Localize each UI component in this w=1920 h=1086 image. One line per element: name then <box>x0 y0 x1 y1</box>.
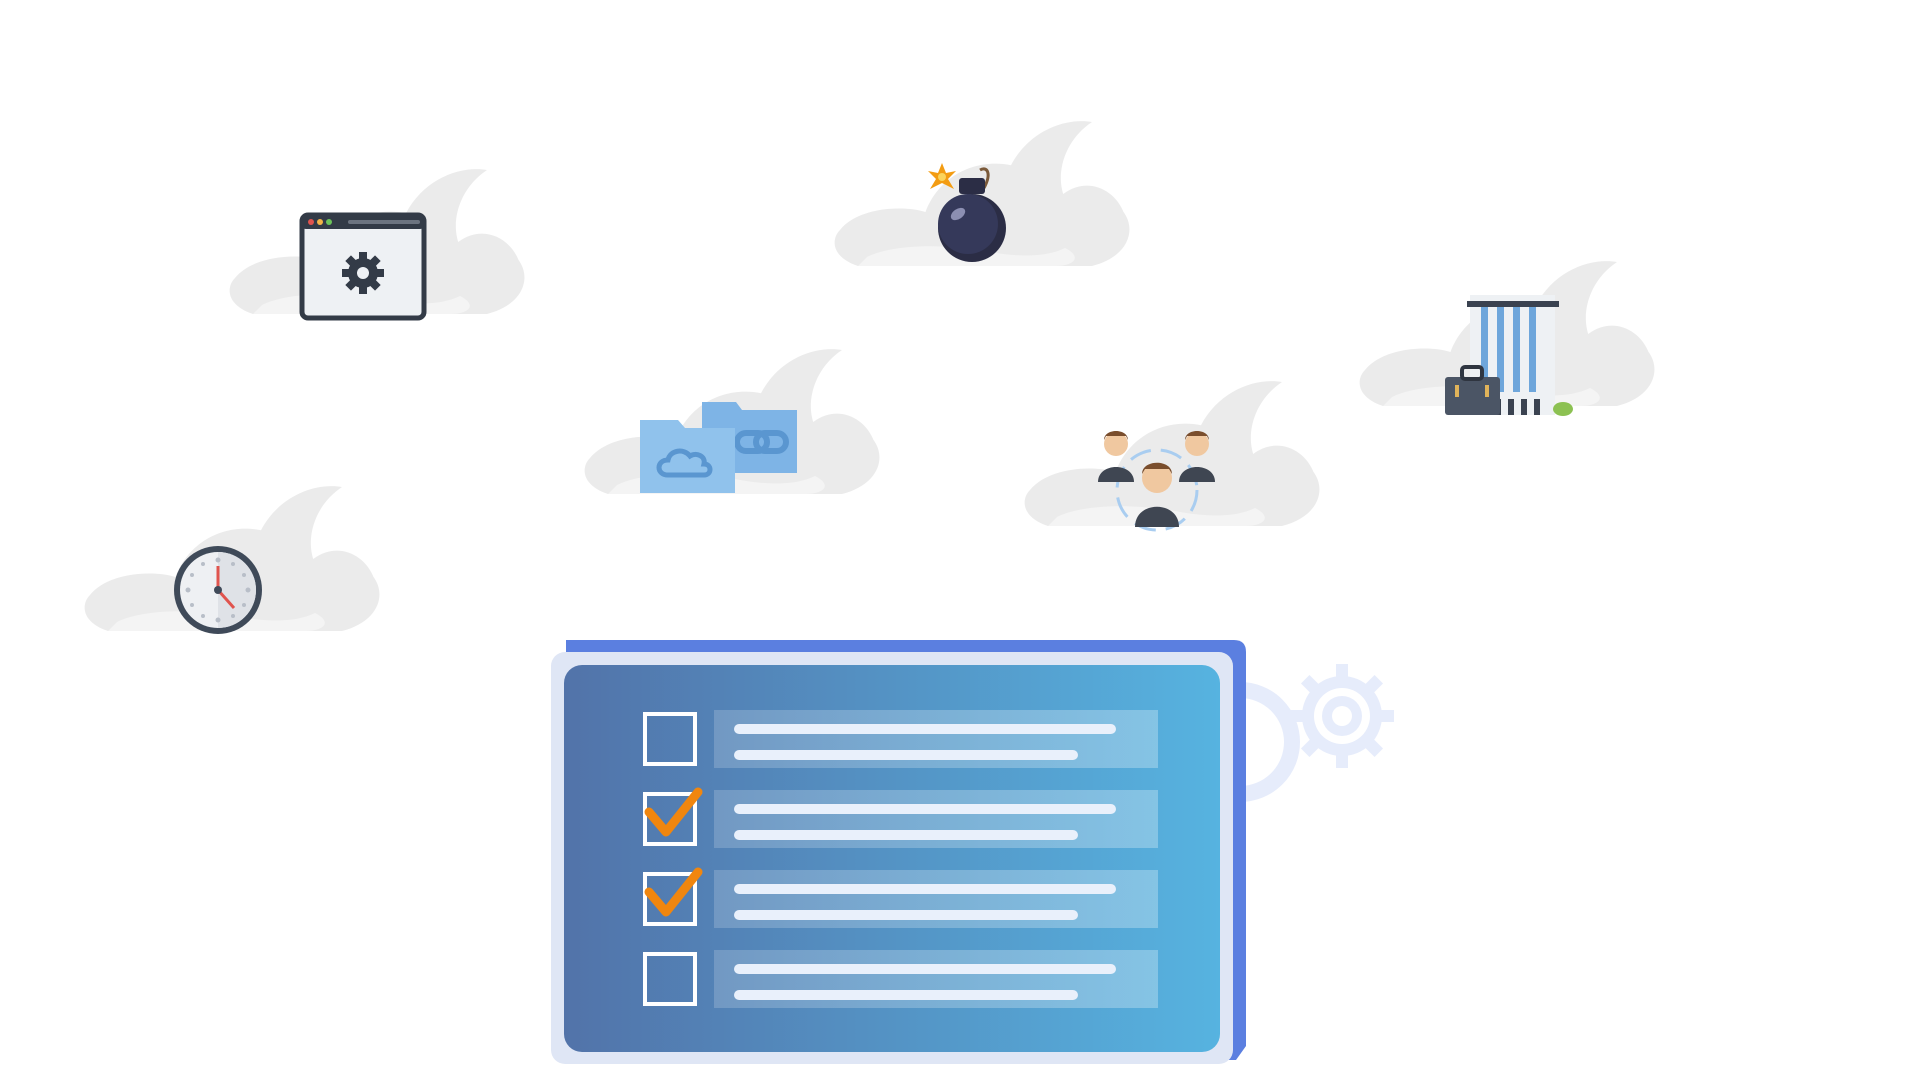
checkmark-icon <box>644 867 703 917</box>
text-line-placeholder <box>734 964 1116 974</box>
checkbox <box>643 872 697 926</box>
clock-icon <box>174 546 262 634</box>
checklist-item <box>643 787 1158 848</box>
bomb-icon <box>928 163 1006 262</box>
text-line-placeholder <box>734 750 1078 760</box>
checklist-item <box>643 867 1158 928</box>
checkbox <box>643 952 697 1006</box>
linked-cloud-folders-icon <box>640 402 797 493</box>
text-line-placeholder <box>734 804 1116 814</box>
text-line-placeholder <box>734 830 1078 840</box>
settings-window-icon <box>299 212 427 321</box>
checklist-board <box>551 640 1246 1064</box>
text-line-placeholder <box>734 884 1116 894</box>
gear-icon <box>1290 664 1394 768</box>
checkbox <box>643 712 697 766</box>
text-line-placeholder <box>734 724 1116 734</box>
checkmark-icon <box>644 787 703 837</box>
team-people-icon <box>1098 431 1215 532</box>
checklist-item <box>643 710 1158 768</box>
text-line-placeholder <box>734 990 1078 1000</box>
checklist-item <box>643 950 1158 1008</box>
office-building-icon <box>1445 295 1573 416</box>
text-line-placeholder <box>734 910 1078 920</box>
checkbox <box>643 792 697 846</box>
